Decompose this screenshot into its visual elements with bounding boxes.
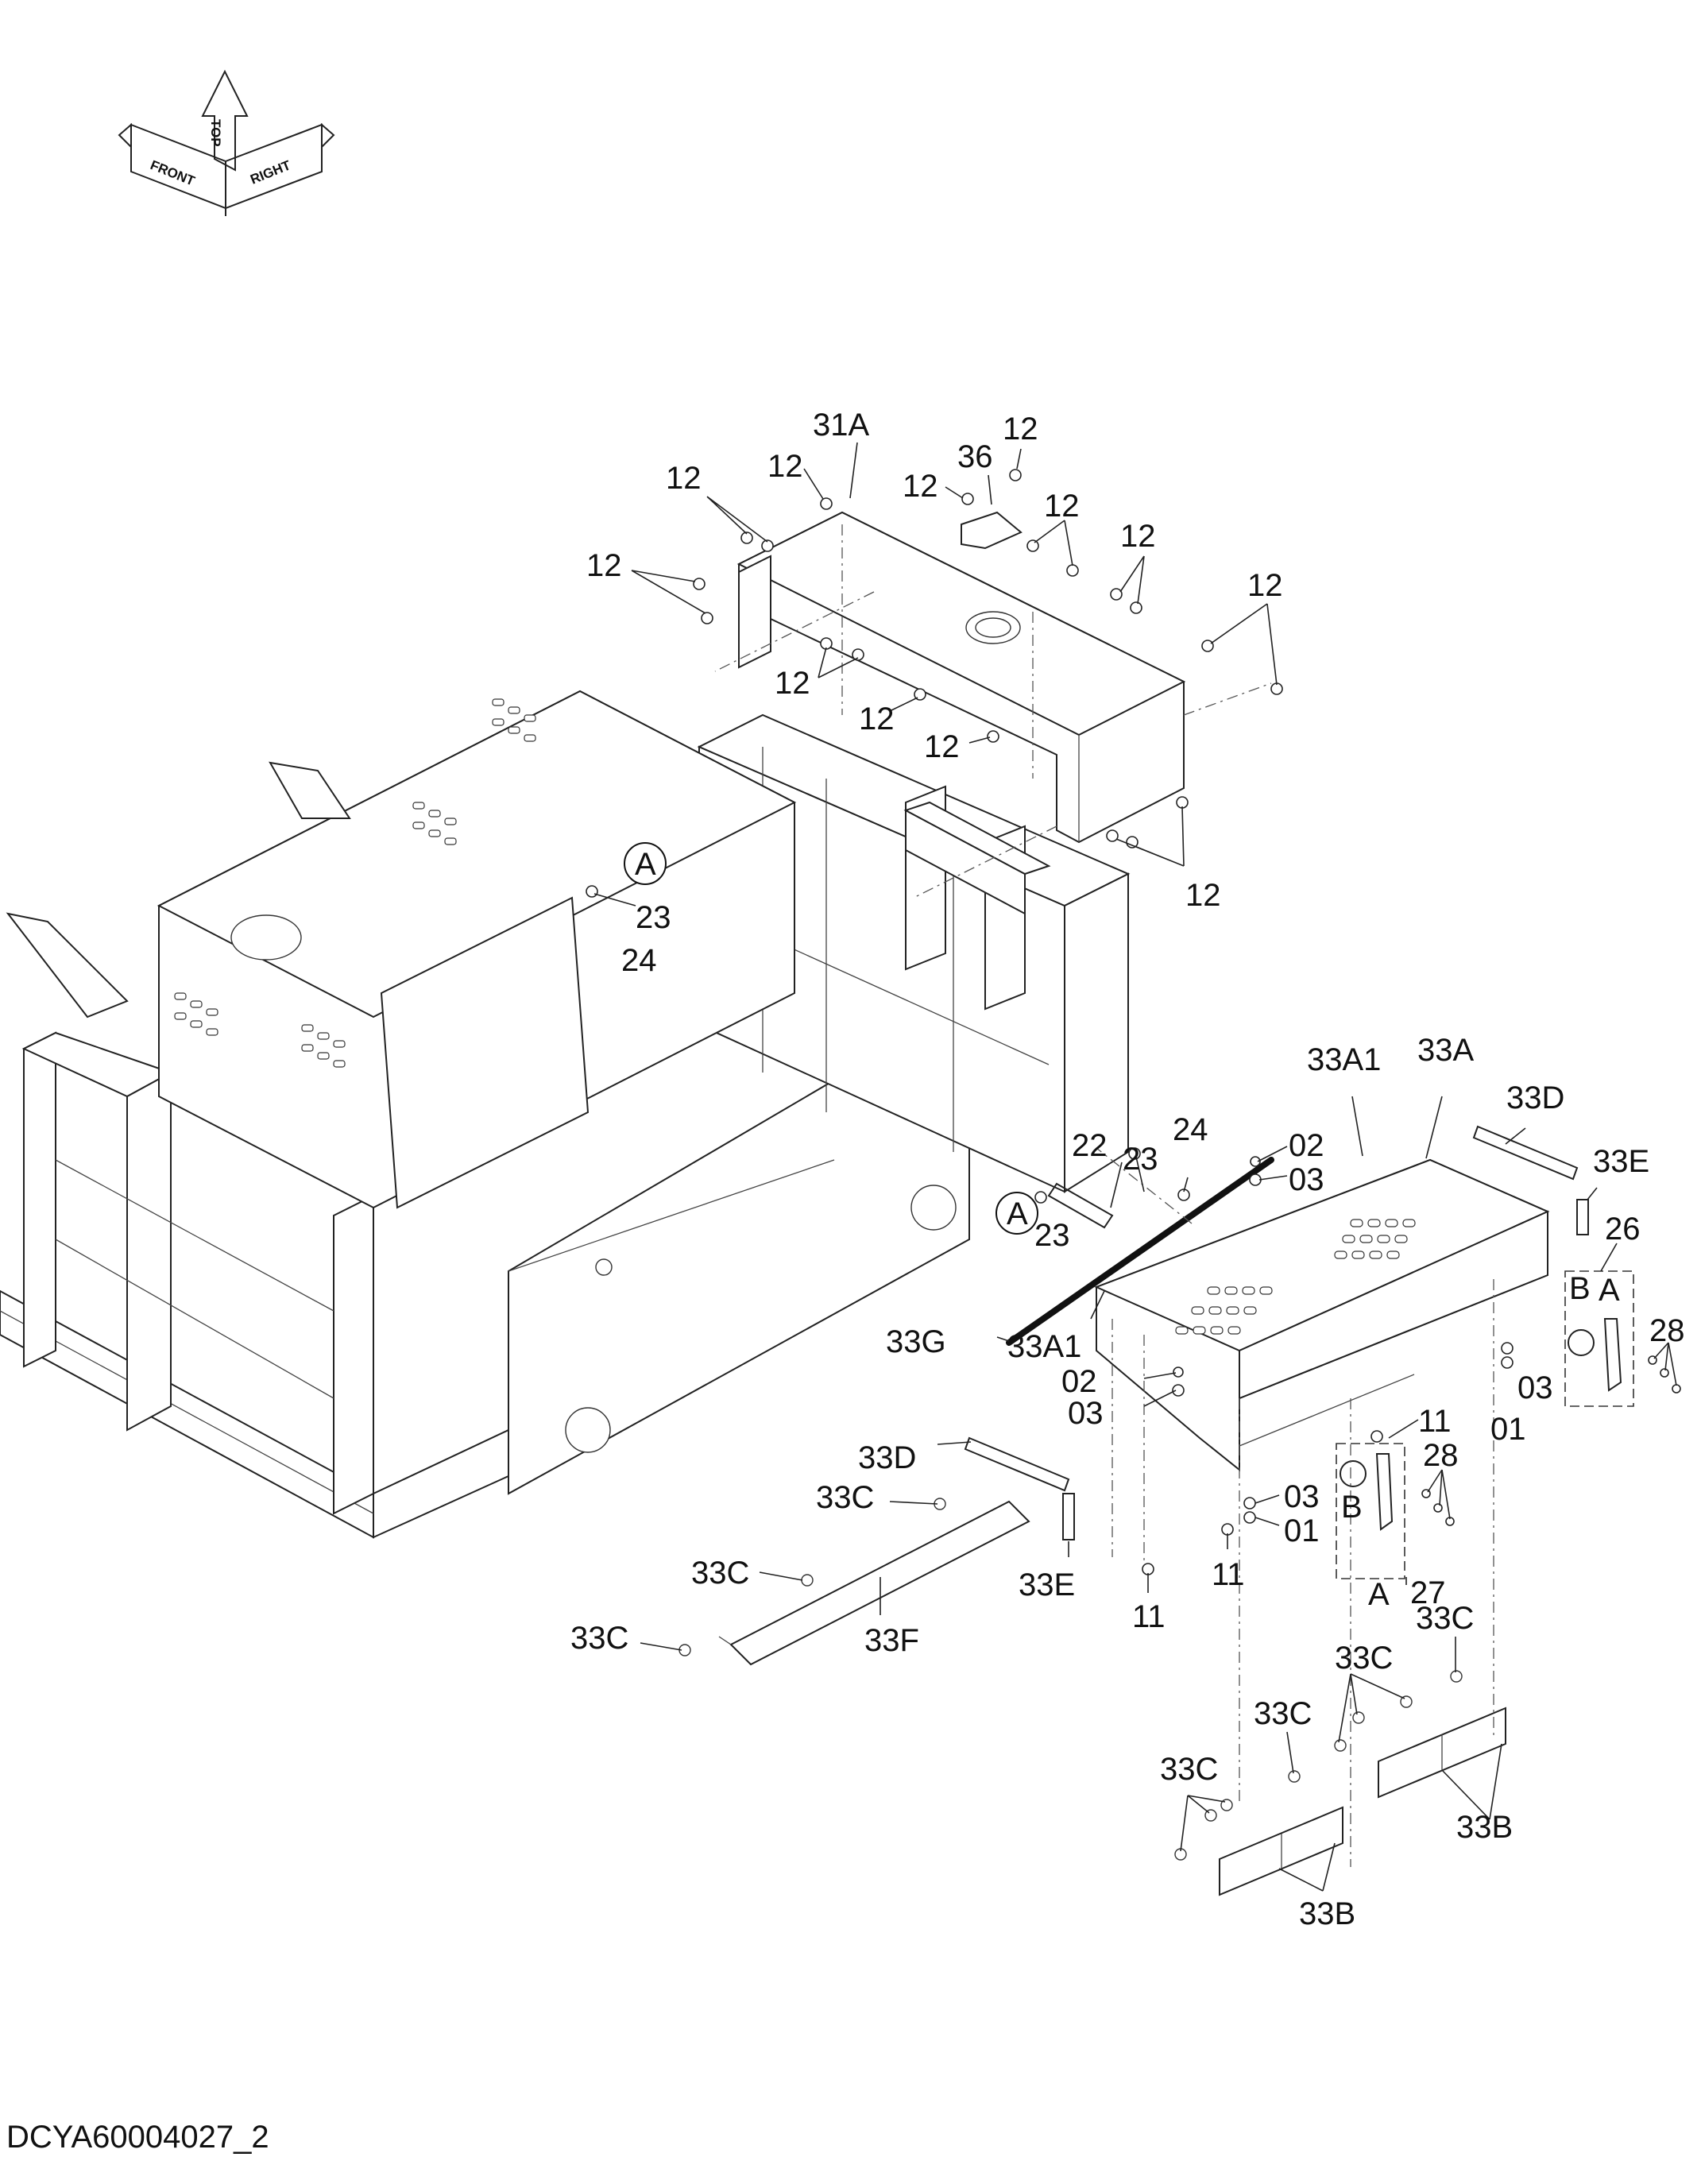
callout-33C: 33C [570, 1621, 628, 1656]
callout-33C: 33C [816, 1480, 874, 1515]
assembly-lines [714, 591, 1494, 1867]
callout-12: 12 [1003, 412, 1038, 446]
callout-33A1: 33A1 [1307, 1042, 1381, 1077]
strip-33d-upper [1472, 1125, 1579, 1181]
callout-12: 12 [1247, 568, 1283, 603]
strip-33d-lower [964, 1436, 1070, 1492]
callout-A: A [1007, 1196, 1028, 1231]
strip-33e-upper [1576, 1199, 1589, 1235]
callout-12: 12 [924, 729, 960, 764]
callout-24: 24 [621, 943, 657, 978]
callout-11: 11 [1212, 1557, 1245, 1592]
callout-28: 28 [1423, 1438, 1459, 1473]
handle-22 [1047, 1182, 1114, 1229]
callout-12: 12 [666, 461, 702, 496]
right-label: RIGHT [248, 157, 293, 187]
callout-23: 23 [1034, 1218, 1070, 1253]
callout-B: B [1569, 1271, 1591, 1306]
pad-33b-right [1378, 1707, 1506, 1799]
callout-33C: 33C [1335, 1641, 1393, 1676]
pad-33b-left [1219, 1806, 1343, 1896]
callout-03: 03 [1517, 1370, 1553, 1405]
reference-marker-a-lower [995, 1192, 1038, 1235]
top-cover-31a [736, 511, 1186, 844]
callout-A: A [1599, 1273, 1620, 1308]
callout-A: A [635, 847, 656, 882]
callout-31A: 31A [813, 408, 869, 443]
callout-03: 03 [1068, 1396, 1104, 1431]
callout-33D: 33D [1506, 1080, 1564, 1115]
callout-33C: 33C [1416, 1601, 1474, 1636]
callout-24: 24 [1173, 1112, 1208, 1147]
callout-33G: 33G [886, 1324, 946, 1359]
washers-33c [678, 1498, 1463, 1861]
callout-22: 22 [1072, 1128, 1108, 1163]
callout-33D: 33D [858, 1440, 916, 1475]
callout-33C: 33C [1254, 1696, 1312, 1731]
reference-marker-a-upper [624, 842, 667, 885]
machine-frame [0, 690, 1131, 1539]
latch-detail-27 [1336, 1443, 1405, 1579]
callout-B: B [1341, 1490, 1363, 1525]
latch-b-upper [1568, 1318, 1622, 1392]
callout-33C: 33C [1160, 1752, 1218, 1787]
callout-23: 23 [1123, 1142, 1158, 1177]
callout-28: 28 [1649, 1313, 1685, 1348]
front-label: FRONT [149, 157, 198, 189]
callout-33A1: 33A1 [1007, 1329, 1081, 1364]
latch-detail-26 [1564, 1270, 1634, 1407]
callout-01: 01 [1490, 1412, 1526, 1447]
callout-33E: 33E [1019, 1567, 1075, 1602]
strip-33e-lower [1062, 1493, 1075, 1540]
callout-01: 01 [1284, 1513, 1320, 1548]
orientation-indicator: FRONT TOP RIGHT [118, 69, 335, 216]
callout-36: 36 [957, 439, 993, 474]
callout-33E: 33E [1593, 1144, 1649, 1179]
callout-27: 27 [1410, 1575, 1446, 1610]
callout-23: 23 [636, 900, 671, 935]
callout-33C: 33C [691, 1556, 749, 1591]
callout-12: 12 [903, 469, 938, 504]
callout-11: 11 [1418, 1404, 1452, 1439]
latch-b-lower [1340, 1453, 1394, 1531]
plate-36 [961, 511, 1023, 550]
callout-11: 11 [1132, 1599, 1166, 1634]
callout-12: 12 [859, 702, 895, 736]
callout-02: 02 [1061, 1364, 1097, 1399]
callout-33A: 33A [1417, 1033, 1474, 1068]
callout-12: 12 [775, 666, 810, 701]
callout-33B: 33B [1456, 1810, 1513, 1845]
seal-strip-33g [1006, 1157, 1274, 1346]
fasteners [586, 469, 1681, 1575]
callout-12: 12 [1120, 519, 1156, 554]
document-id: DCYA60004027_2 [6, 2120, 269, 2155]
top-label: TOP [208, 119, 223, 147]
leader-lines [593, 442, 1677, 1892]
callout-26: 26 [1605, 1212, 1641, 1247]
callout-03: 03 [1284, 1479, 1320, 1514]
callout-03: 03 [1289, 1162, 1324, 1197]
callout-labels: 31A 36 12 12 12 12 12 12 12 12 12 12 12 … [570, 408, 1685, 1931]
callout-A: A [1368, 1577, 1390, 1612]
callout-12: 12 [1185, 878, 1221, 913]
callout-33F: 33F [864, 1623, 919, 1658]
callout-12: 12 [1044, 489, 1080, 524]
side-cover-33a [1094, 1158, 1550, 1472]
callout-12: 12 [586, 548, 622, 583]
callout-12: 12 [767, 449, 803, 484]
callout-33B: 33B [1299, 1896, 1355, 1931]
callout-02: 02 [1289, 1128, 1324, 1163]
